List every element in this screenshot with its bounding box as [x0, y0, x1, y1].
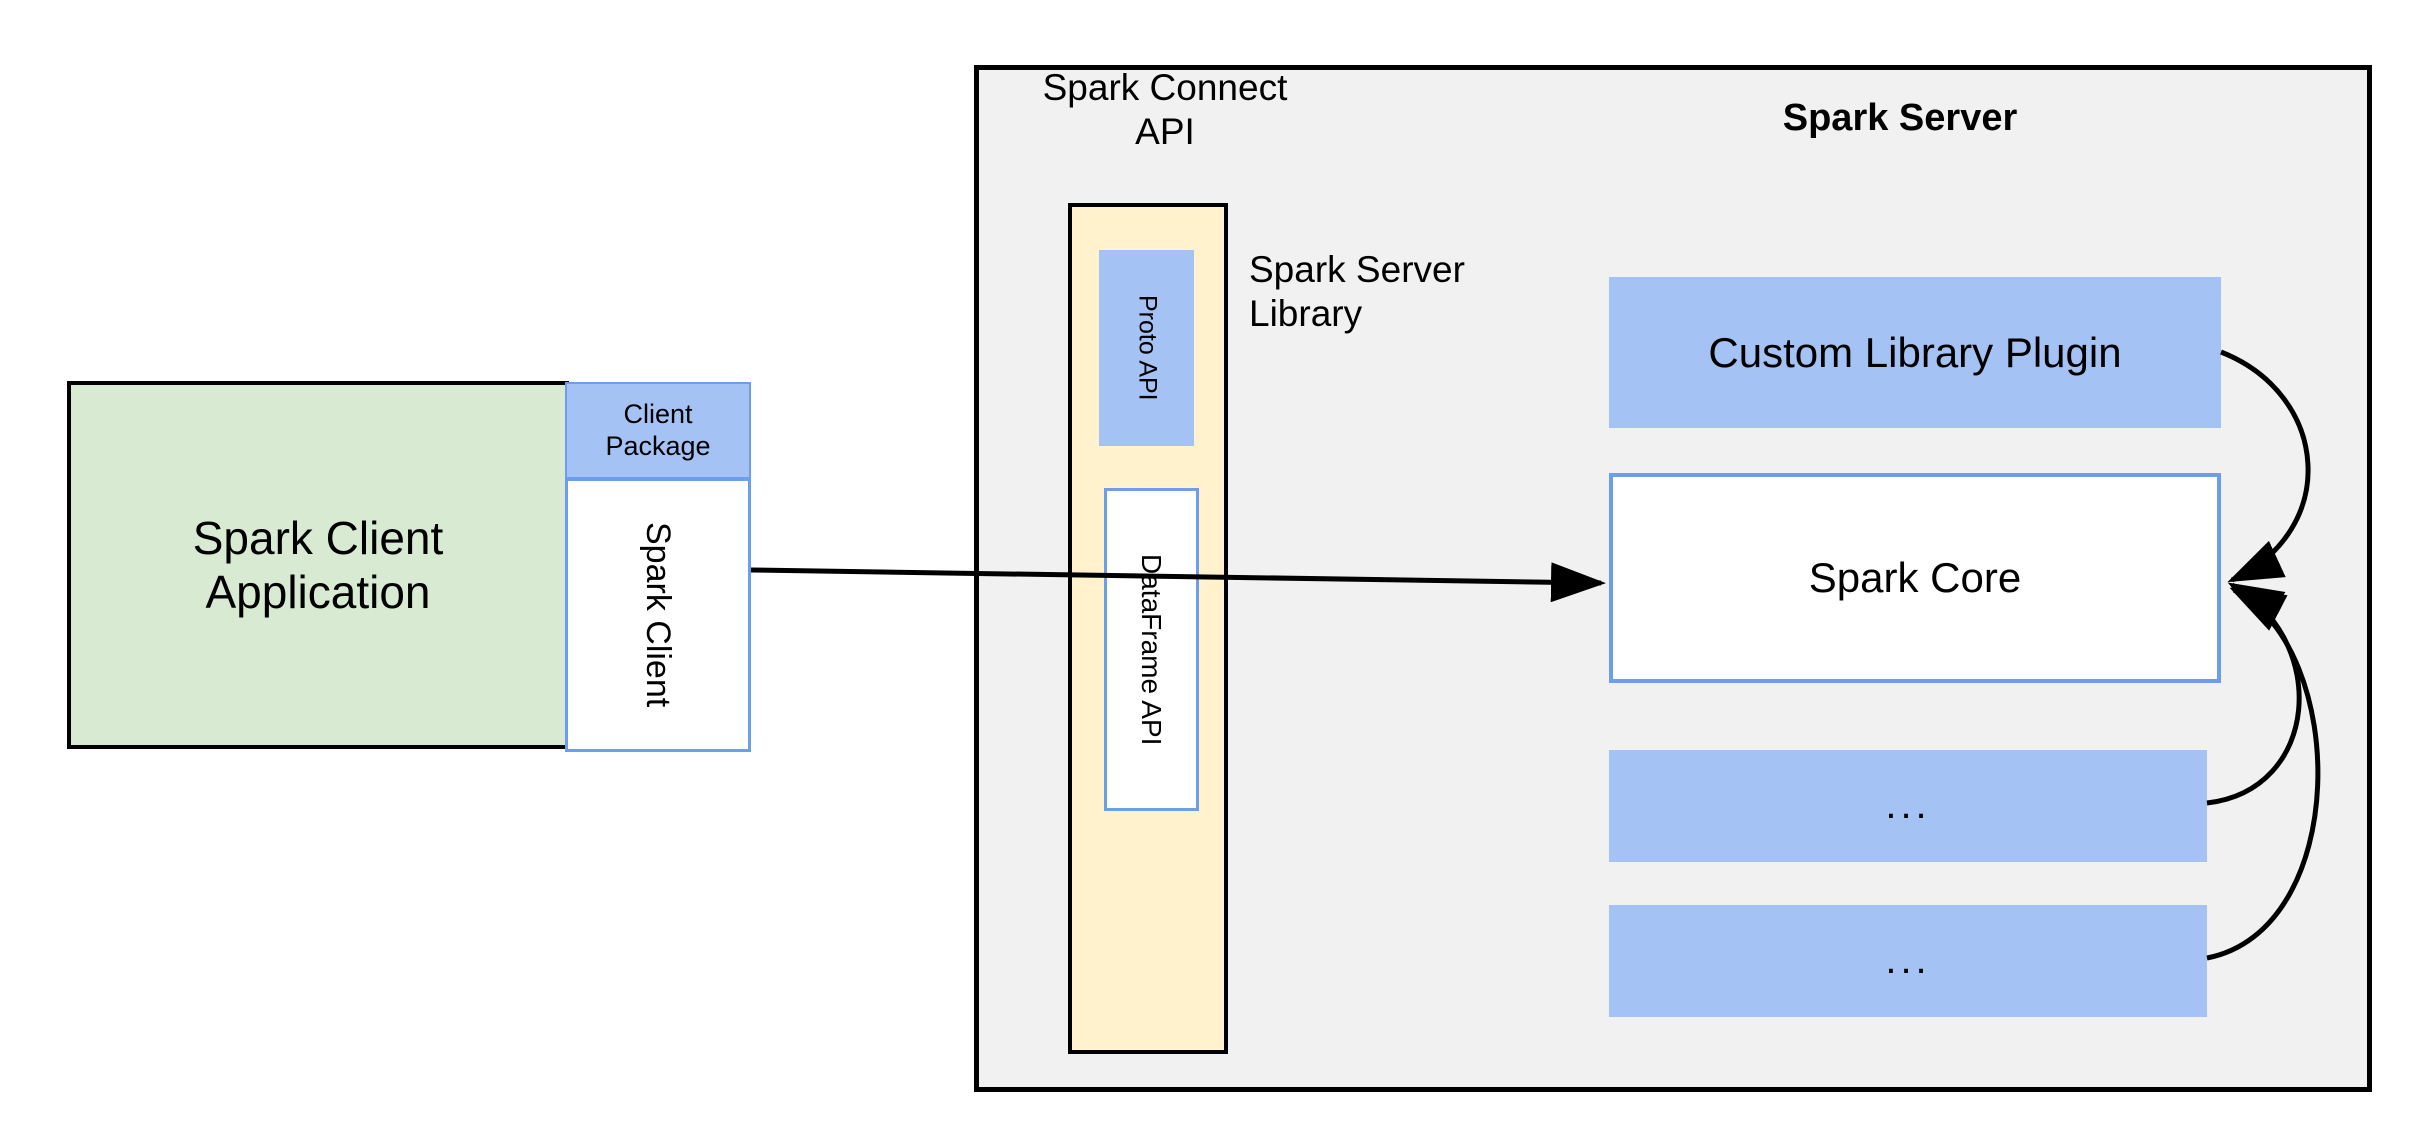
ellipsis-two-label: ...: [1885, 938, 1931, 983]
spark-client-application-box[interactable]: Spark Client Application: [67, 381, 569, 749]
spark-client-box[interactable]: Spark Client: [565, 478, 751, 752]
spark-client-application-label: Spark Client Application: [192, 511, 444, 618]
dataframe-api-label: DataFrame API: [1136, 553, 1168, 746]
dataframe-api-box[interactable]: DataFrame API: [1104, 488, 1199, 811]
ellipsis-one-label: ...: [1885, 783, 1931, 828]
proto-api-label: Proto API: [1133, 295, 1162, 401]
spark-connect-api-label: Spark Connect API: [1042, 67, 1288, 153]
spark-server-title: Spark Server: [1782, 97, 2018, 139]
ellipsis-box-two[interactable]: ...: [1609, 905, 2207, 1017]
ellipsis-box-one[interactable]: ...: [1609, 750, 2207, 862]
spark-core-label: Spark Core: [1808, 554, 2022, 602]
custom-library-plugin-label: Custom Library Plugin: [1708, 328, 2122, 376]
proto-api-box[interactable]: Proto API: [1099, 250, 1194, 446]
client-package-label: Client Package: [605, 398, 711, 461]
spark-client-label: Spark Client: [639, 522, 678, 708]
spark-core-box[interactable]: Spark Core: [1609, 473, 2221, 683]
spark-server-library-label: Spark Server Library: [1249, 249, 1465, 335]
custom-library-plugin-box[interactable]: Custom Library Plugin: [1609, 277, 2221, 428]
client-package-box[interactable]: Client Package: [565, 382, 751, 479]
